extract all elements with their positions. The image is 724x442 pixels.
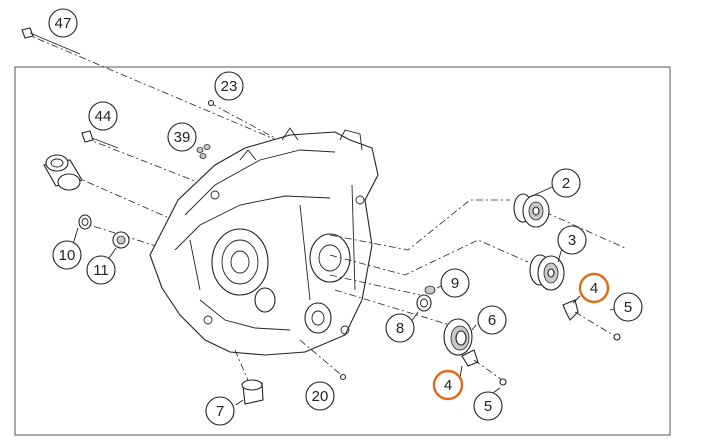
callout-number: 39 <box>174 129 191 146</box>
callout-circle <box>440 268 470 298</box>
callout-number: 5 <box>484 398 492 415</box>
callout-4-highlighted: 4 <box>578 272 610 304</box>
part-sleeve-8 <box>416 294 432 312</box>
part-bushing <box>43 154 186 226</box>
callout-6: 6 <box>477 305 507 335</box>
callout-number: 44 <box>95 108 112 125</box>
part-short-bolt <box>81 130 206 186</box>
part-shaft-seal-6 <box>443 318 473 356</box>
callout-number: 11 <box>93 262 109 279</box>
callout-circle <box>432 369 464 401</box>
callout-number: 7 <box>216 403 224 420</box>
callout-circle <box>52 240 82 270</box>
callout-9: 9 <box>440 268 470 298</box>
part-pin <box>207 99 276 139</box>
part-clip-upper <box>562 299 621 341</box>
callout-5: 5 <box>473 391 503 421</box>
callout-8: 8 <box>385 313 415 343</box>
part-bearing-lower <box>529 254 565 291</box>
callout-number: 5 <box>624 299 632 316</box>
callout-44: 44 <box>88 101 118 131</box>
callout-number: 6 <box>488 312 496 329</box>
callout-number: 4 <box>444 377 452 394</box>
callout-number: 8 <box>396 320 404 337</box>
callout-leaders <box>72 186 623 406</box>
callout-number: 3 <box>568 232 576 249</box>
callout-11: 11 <box>86 255 116 285</box>
part-crankcase <box>149 127 379 356</box>
callout-circle <box>88 101 118 131</box>
callout-7: 7 <box>205 396 235 426</box>
callout-circle <box>578 272 610 304</box>
callout-number: 20 <box>312 388 329 405</box>
diagram-frame <box>14 66 671 436</box>
callout-circle <box>613 292 643 322</box>
callout-circle <box>477 305 507 335</box>
callout-circle <box>305 381 335 411</box>
callout-10: 10 <box>52 240 82 270</box>
callout-4-highlighted: 4 <box>432 369 464 401</box>
callout-20: 20 <box>305 381 335 411</box>
callout-circle <box>385 313 415 343</box>
assembly-lines <box>299 199 529 379</box>
callout-circle <box>551 168 581 198</box>
part-seal-and-bearing <box>78 214 176 253</box>
part-pin-20 <box>339 373 347 381</box>
callout-47: 47 <box>48 8 78 38</box>
callout-3: 3 <box>557 225 587 255</box>
callout-circle <box>214 71 244 101</box>
callout-circle <box>48 8 78 38</box>
callout-number: 47 <box>55 15 72 32</box>
part-bearing-upper <box>513 193 626 249</box>
callout-39: 39 <box>167 122 197 152</box>
part-clip-lower <box>461 349 507 386</box>
callout-23: 23 <box>214 71 244 101</box>
callout-circle <box>557 225 587 255</box>
part-plug-7 <box>234 349 264 405</box>
callout-number: 10 <box>59 247 76 264</box>
callout-circle <box>205 396 235 426</box>
part-small-bushing-9 <box>424 285 436 295</box>
callout-circle <box>86 255 116 285</box>
callout-number: 2 <box>562 175 570 192</box>
callout-number: 4 <box>590 280 598 297</box>
callout-2: 2 <box>551 168 581 198</box>
callout-circle <box>473 391 503 421</box>
callout-5: 5 <box>613 292 643 322</box>
callout-circle <box>167 122 197 152</box>
part-long-bolt <box>21 27 301 151</box>
callout-number: 23 <box>221 78 238 95</box>
callout-number: 9 <box>451 275 459 292</box>
part-dowels <box>196 144 211 159</box>
